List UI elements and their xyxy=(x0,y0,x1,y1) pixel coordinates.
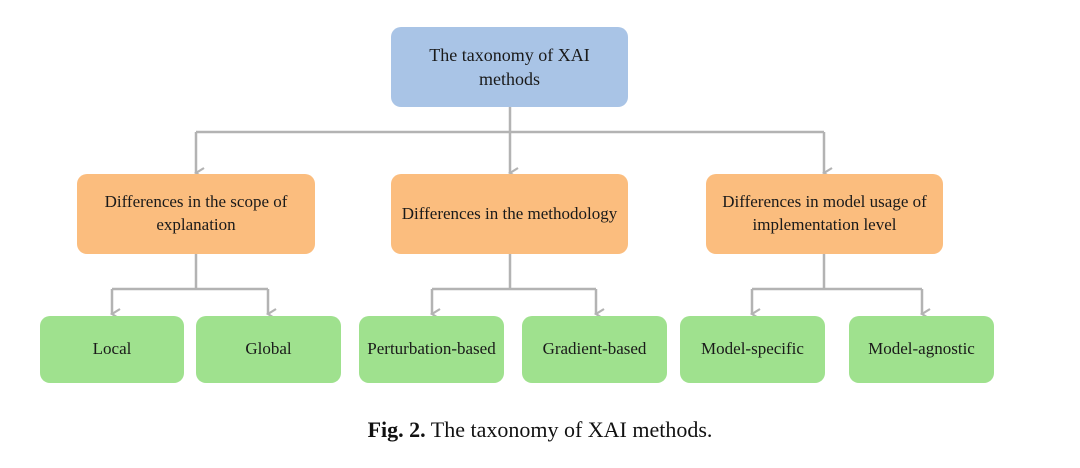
figure-caption-label: Fig. 2. xyxy=(367,417,426,442)
figure-caption: Fig. 2. The taxonomy of XAI methods. xyxy=(0,417,1080,443)
category-node-label: Differences in the scope of explanation xyxy=(104,192,288,234)
leaf-node-local: Local xyxy=(40,316,184,383)
category-node-label: Differences in the methodology xyxy=(401,203,618,223)
leaf-node-label: Local xyxy=(92,339,132,359)
category-node-model-usage: Differences in model usage of implementa… xyxy=(706,174,943,254)
leaf-node-perturbation-based: Perturbation-based xyxy=(359,316,504,383)
leaf-node-model-agnostic: Model-agnostic xyxy=(849,316,994,383)
leaf-node-model-specific: Model-specific xyxy=(680,316,825,383)
leaf-node-label: Gradient-based xyxy=(542,339,647,359)
category-node-label: Differences in model usage of implementa… xyxy=(722,192,927,234)
leaf-node-global: Global xyxy=(196,316,341,383)
category-node-methodology: Differences in the methodology xyxy=(391,174,628,254)
leaf-node-label: Model-agnostic xyxy=(868,339,975,359)
root-node-label: The taxonomy of XAI methods xyxy=(429,44,590,89)
leaf-node-gradient-based: Gradient-based xyxy=(522,316,667,383)
category-node-scope: Differences in the scope of explanation xyxy=(77,174,315,254)
leaf-node-label: Perturbation-based xyxy=(367,339,496,359)
root-node: The taxonomy of XAI methods xyxy=(391,27,628,107)
leaf-node-label: Model-specific xyxy=(701,339,804,359)
leaf-node-label: Global xyxy=(245,339,292,359)
figure-caption-text: The taxonomy of XAI methods. xyxy=(430,417,713,442)
